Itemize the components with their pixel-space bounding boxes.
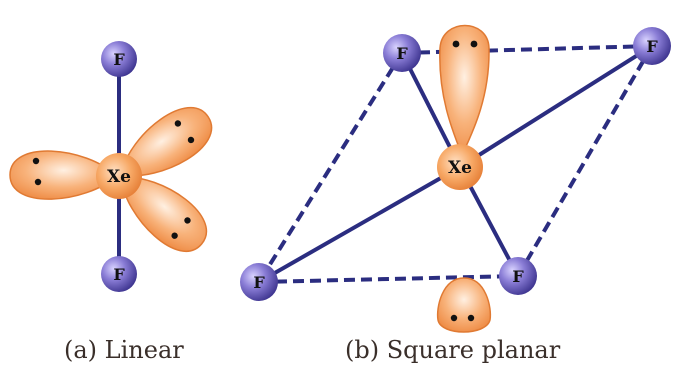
fluorine-atom-bottom: F — [101, 256, 137, 292]
lone-pair-lobe-lower-right — [119, 176, 208, 252]
edge-left — [257, 51, 404, 284]
caption-linear: (a) Linear — [64, 336, 184, 364]
fluorine-label: F — [113, 50, 125, 69]
lone-pair-lobe-left — [9, 150, 119, 200]
caption-square-planar: (b) Square planar — [345, 336, 561, 364]
lone-pair-lobe-top — [439, 24, 490, 157]
bond-xe-f-upper-right — [458, 44, 654, 169]
fluorine-atom-upper-left: F — [383, 34, 421, 72]
lone-pair-lobe-upper-right — [119, 106, 213, 177]
fluorine-label: F — [253, 273, 265, 292]
fluorine-label: F — [512, 267, 524, 286]
xenon-atom: Xe — [96, 153, 142, 199]
edge-bottom — [258, 274, 519, 284]
xenon-label: Xe — [448, 158, 472, 178]
square-planar-structure: F F Xe F F — [240, 24, 671, 333]
linear-structure: F Xe F — [9, 41, 213, 292]
xenon-atom-center: Xe — [437, 144, 483, 190]
fluorine-atom-top: F — [101, 41, 137, 77]
edge-right — [516, 44, 654, 278]
fluorine-atom-lower-left: F — [240, 263, 278, 301]
fluorine-label: F — [646, 37, 658, 56]
bond-xe-f-lower-left — [258, 165, 461, 284]
fluorine-atom-lower-right: F — [499, 257, 537, 295]
xenon-label: Xe — [107, 167, 131, 187]
fluorine-label: F — [396, 44, 408, 63]
fluorine-label: F — [113, 265, 125, 284]
lone-pair-lobe-bottom — [436, 277, 492, 333]
fluorine-atom-upper-right: F — [633, 27, 671, 65]
